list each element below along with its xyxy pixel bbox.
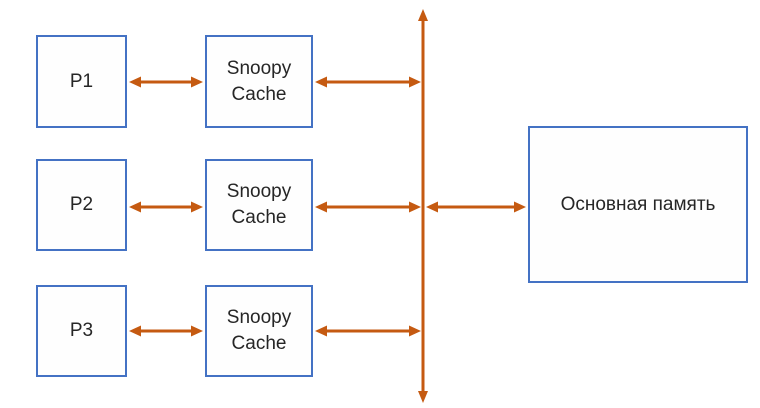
arrowhead-right-icon bbox=[191, 76, 203, 88]
arrowhead-left-icon bbox=[315, 76, 327, 88]
arrowhead-right-icon bbox=[409, 76, 421, 88]
arrow-cache2-bus bbox=[315, 201, 421, 213]
arrowhead-left-icon bbox=[129, 76, 141, 88]
arrowhead-left-icon bbox=[315, 325, 327, 337]
arrowhead-right-icon bbox=[409, 201, 421, 213]
bus-arrowhead-bottom-icon bbox=[418, 391, 428, 403]
main-memory-box: Основная память bbox=[528, 126, 748, 283]
processor-label-p3: P3 bbox=[69, 320, 94, 342]
processor-label-p2: P2 bbox=[69, 194, 94, 216]
arrow-bus-memory bbox=[426, 201, 526, 213]
processor-label-p1: P1 bbox=[69, 70, 94, 92]
arrowhead-right-icon bbox=[191, 201, 203, 213]
arrowhead-left-icon bbox=[129, 325, 141, 337]
processor-box-p2: P2 bbox=[36, 159, 127, 251]
snoopy-cache-box-2: Snoopy Cache bbox=[205, 159, 313, 251]
arrow-cache3-bus bbox=[315, 325, 421, 337]
arrow-p3-cache3 bbox=[129, 325, 203, 337]
arrowhead-right-icon bbox=[191, 325, 203, 337]
arrowhead-right-icon bbox=[514, 201, 526, 213]
arrow-p1-cache1 bbox=[129, 76, 203, 88]
processor-box-p1: P1 bbox=[36, 35, 127, 128]
arrowhead-left-icon bbox=[426, 201, 438, 213]
arrowhead-right-icon bbox=[409, 325, 421, 337]
arrow-p2-cache2 bbox=[129, 201, 203, 213]
snoopy-cache-label-2: Snoopy Cache bbox=[226, 181, 292, 228]
arrowhead-left-icon bbox=[129, 201, 141, 213]
processor-box-p3: P3 bbox=[36, 285, 127, 377]
bus-line bbox=[418, 9, 428, 403]
snoopy-cache-label-3: Snoopy Cache bbox=[226, 307, 292, 354]
main-memory-label: Основная память bbox=[560, 193, 716, 215]
snoopy-cache-box-1: Snoopy Cache bbox=[205, 35, 313, 128]
snoopy-cache-box-3: Snoopy Cache bbox=[205, 285, 313, 377]
arrow-cache1-bus bbox=[315, 76, 421, 88]
snoopy-cache-label-1: Snoopy Cache bbox=[226, 57, 292, 105]
bus-arrowhead-top-icon bbox=[418, 9, 428, 21]
arrowhead-left-icon bbox=[315, 201, 327, 213]
